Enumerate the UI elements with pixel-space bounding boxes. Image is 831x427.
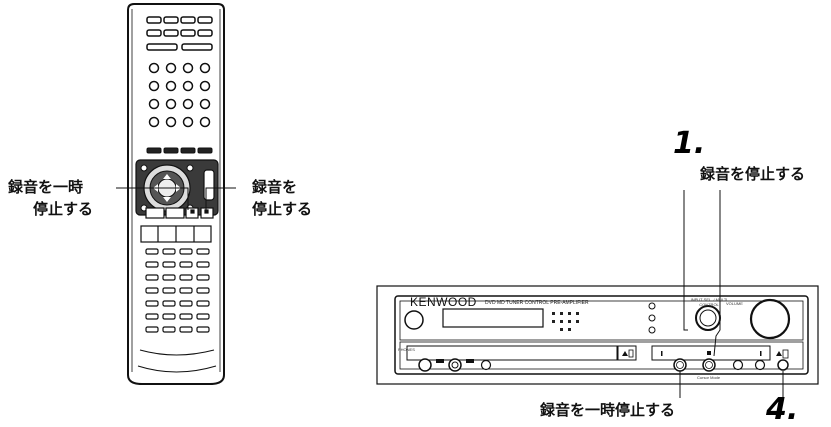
record-pause-button bbox=[673, 358, 687, 372]
cursor-mode-label: Cursor Mode bbox=[697, 375, 721, 380]
input-sel-label: INPUT SEL. / MULTI CONTROL bbox=[690, 297, 728, 307]
model-text: DVD MD TUNER CONTROL PRE-AMPLIFIER bbox=[485, 300, 589, 306]
remote-stop-label-line1: 録音を bbox=[252, 178, 298, 196]
remote-control bbox=[116, 3, 236, 385]
remote-top-keys bbox=[146, 16, 213, 51]
remote-pause-leader bbox=[116, 187, 189, 210]
brand-logo: KENWOOD bbox=[410, 295, 477, 309]
step-1-marker: 1. bbox=[673, 126, 706, 161]
remote-pause-label-line1: 録音を一時 bbox=[8, 178, 84, 196]
pause-recording-label: 録音を一時停止する bbox=[540, 401, 676, 419]
remote-stop-label-line2: 停止する bbox=[252, 200, 313, 218]
record-stop-button bbox=[702, 351, 716, 372]
phones-label: PHONES bbox=[398, 347, 415, 352]
stop-leader-1 bbox=[683, 190, 688, 331]
remote-numeric-keys bbox=[148, 62, 211, 128]
remote-transport-keys bbox=[145, 207, 214, 219]
display-window bbox=[442, 308, 544, 328]
stop-leader-2 bbox=[713, 190, 721, 357]
volume-label: VOLUME bbox=[726, 301, 743, 306]
step-4-marker: 4. bbox=[766, 392, 799, 427]
main-unit bbox=[376, 190, 819, 401]
remote-pause-label-line2: 停止する bbox=[33, 200, 94, 218]
stop-recording-label: 録音を停止する bbox=[700, 165, 806, 183]
remote-stop-leader bbox=[205, 187, 236, 210]
volume-knob bbox=[749, 298, 791, 340]
